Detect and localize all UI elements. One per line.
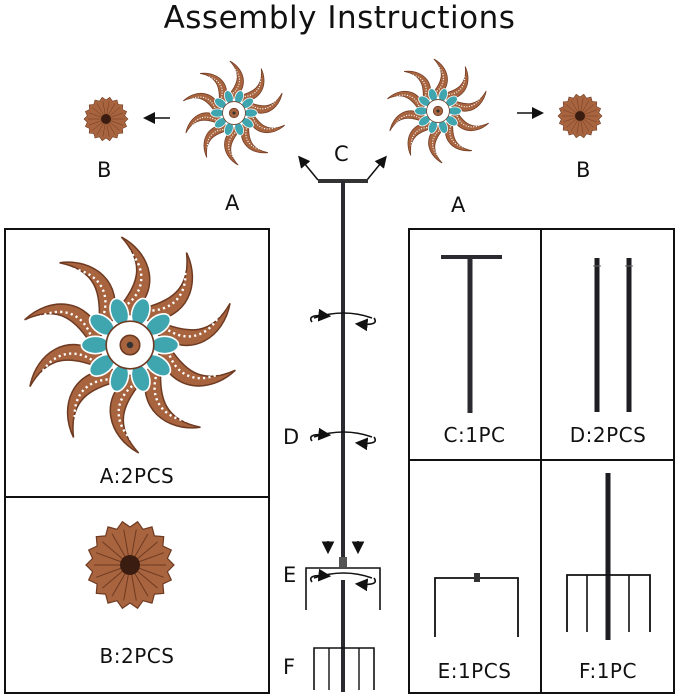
cap-b-left xyxy=(83,96,129,142)
part-b-caption: B:2PCS xyxy=(99,644,175,668)
label-e: E xyxy=(283,563,297,587)
label-a-right: A xyxy=(451,193,466,217)
part-box-b xyxy=(4,496,270,694)
part-c-caption: C:1PC xyxy=(443,423,506,447)
arrow-c-to-left xyxy=(298,155,319,181)
label-a-left: A xyxy=(225,191,240,215)
rotate-joint-3 xyxy=(309,568,377,592)
part-f-illustration xyxy=(566,473,651,640)
part-e-illustration xyxy=(434,573,519,637)
label-b-right: B xyxy=(576,158,591,182)
cap-b-right xyxy=(557,93,603,139)
pinwheel-a-right xyxy=(387,58,489,164)
pinwheel-a-left xyxy=(183,60,285,166)
label-c: C xyxy=(334,142,349,166)
arrow-c-to-right xyxy=(366,155,387,181)
part-a-caption: A:2PCS xyxy=(99,464,175,488)
part-d-caption: D:2PCS xyxy=(569,423,647,447)
e-bracket-assembly xyxy=(305,567,381,610)
rotate-joint-2 xyxy=(309,427,377,451)
part-d-illustration xyxy=(593,258,633,412)
f-fork-assembly xyxy=(313,647,375,690)
label-f: F xyxy=(283,655,296,679)
part-e-caption: E:1PCS xyxy=(437,659,512,683)
part-c-illustration xyxy=(441,255,502,413)
label-b-left: B xyxy=(97,158,112,182)
rotate-joint-1 xyxy=(309,308,377,332)
label-d: D xyxy=(283,425,300,449)
part-f-caption: F:1PC xyxy=(579,659,637,683)
page-title: Assembly Instructions xyxy=(163,0,516,36)
